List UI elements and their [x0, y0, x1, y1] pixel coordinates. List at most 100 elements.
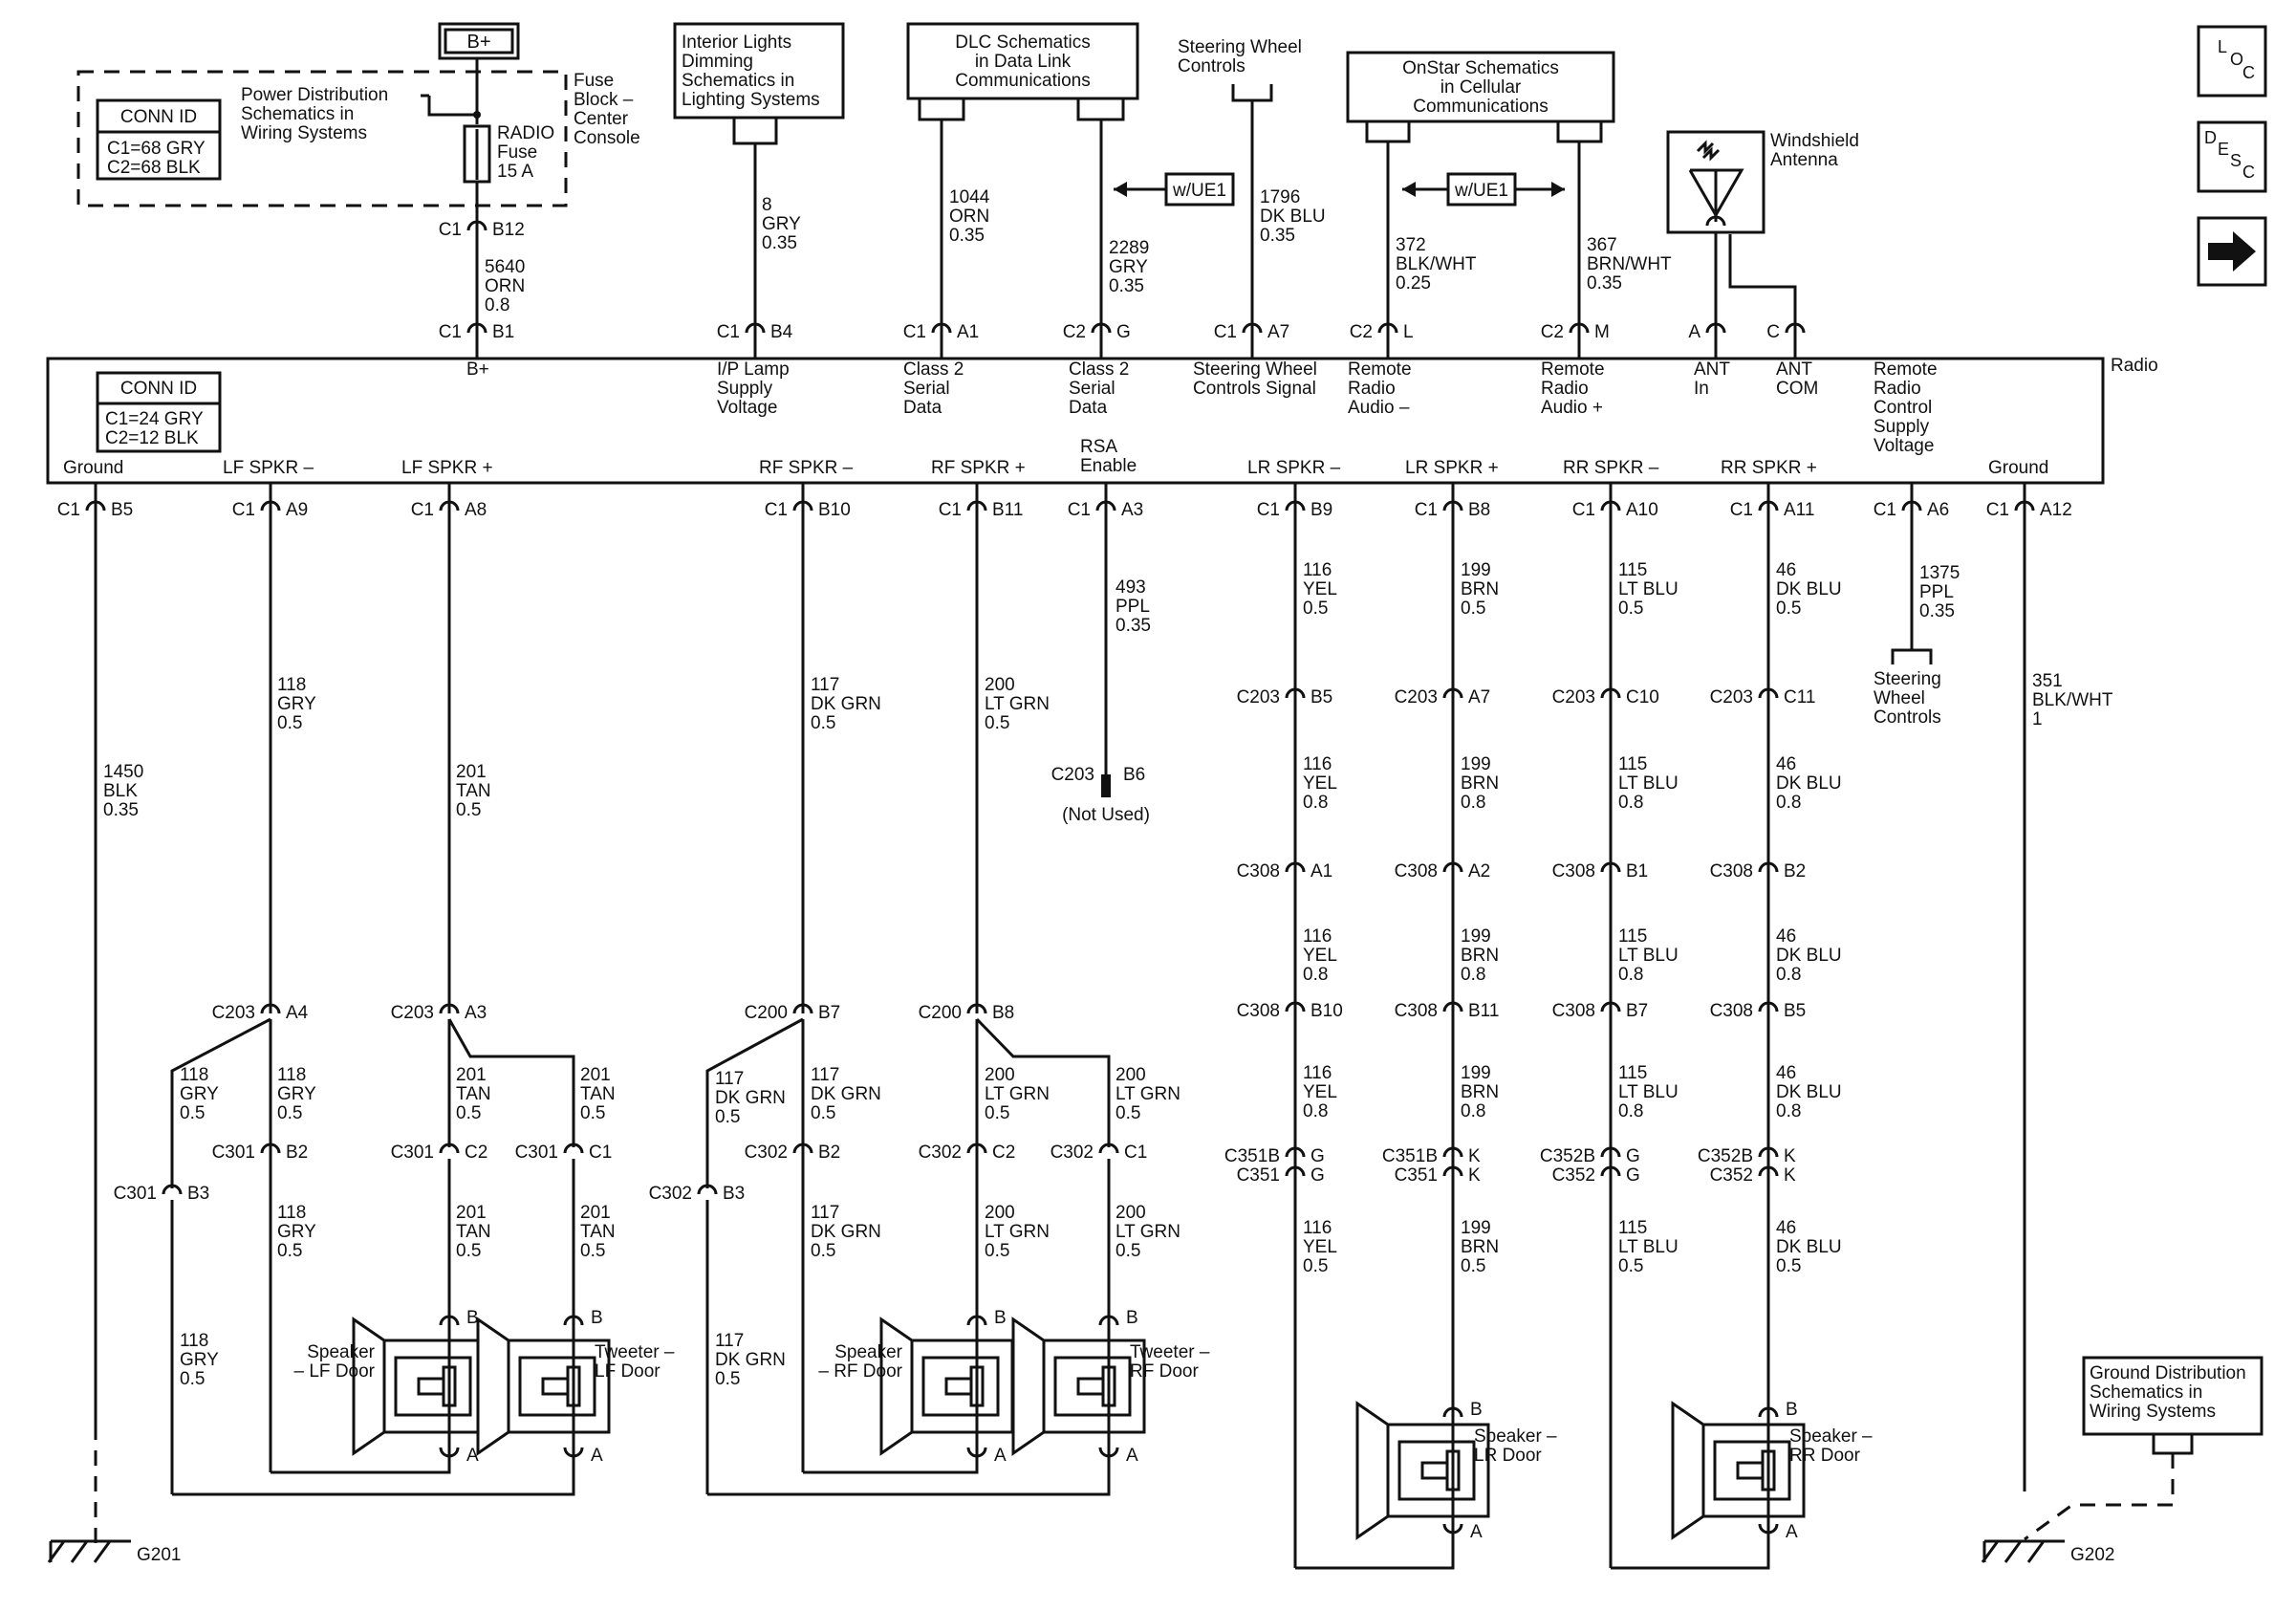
ref-bracket	[1076, 98, 1125, 121]
connector-arc	[466, 220, 487, 231]
wire-label: 46	[1776, 1063, 1796, 1083]
rsa-terminal	[1101, 774, 1111, 797]
wire-label: YEL	[1303, 946, 1337, 966]
ref-text: Interior Lights	[682, 33, 791, 53]
connector-arc	[966, 1143, 987, 1154]
connector-id: C302	[1051, 1143, 1094, 1163]
connector-id: C203	[1237, 687, 1280, 708]
wire-label: 367	[1587, 235, 1617, 255]
wire-label: DK BLU	[1776, 1082, 1842, 1102]
radio-pin-label: LR SPKR +	[1405, 458, 1499, 478]
radio-pin-label: RF SPKR +	[931, 458, 1026, 478]
arrow-right-icon[interactable]	[2197, 216, 2267, 287]
wire-label: BRN	[1461, 1237, 1499, 1257]
speaker	[1671, 1401, 1806, 1540]
connector-arc	[1758, 861, 1779, 873]
ground-dist-ref	[2082, 1356, 2264, 1436]
fuse-block-label: Fuse	[574, 71, 614, 91]
wire-label: 118	[180, 1331, 208, 1351]
wire-label: 0.8	[1776, 1101, 1801, 1121]
wire-label: 0.8	[1618, 965, 1643, 985]
connector-pin: A9	[286, 500, 308, 520]
connector-pin: B8	[1468, 500, 1490, 520]
speaker-voice	[1736, 1461, 1765, 1480]
terminal-b	[1758, 1406, 1779, 1418]
arrow-head	[1551, 182, 1565, 197]
wire-label: 0.5	[715, 1107, 740, 1127]
ref-bracket	[918, 98, 965, 121]
connector-arc	[1758, 1165, 1779, 1177]
connector-pin: A7	[1468, 687, 1490, 708]
wire-label: 199	[1461, 1063, 1491, 1083]
radio-title: Radio	[2111, 356, 2158, 376]
ref-text: OnStar Schematics	[1402, 58, 1559, 78]
pd-ref-text: Schematics in	[241, 104, 354, 124]
connector-pin: K	[1468, 1165, 1481, 1186]
radio-pin-label: Supply	[1874, 417, 1930, 437]
connector-pin: A3	[1121, 500, 1143, 520]
radio-pin-label: Supply	[717, 379, 773, 399]
loc-icon[interactable]	[2197, 25, 2267, 98]
connector-id: C308	[1395, 861, 1438, 882]
radio-pin-label: Class 2	[903, 359, 964, 380]
speaker	[1011, 1315, 1146, 1458]
connector-id: C200	[919, 1003, 962, 1023]
not-used-label: (Not Used)	[1062, 805, 1150, 825]
radio-pin-label: COM	[1776, 379, 1818, 399]
wire-label: 0.5	[277, 1241, 302, 1261]
radio-pin-label: Serial	[903, 379, 950, 399]
wire-label: 0.35	[1919, 601, 1955, 621]
legend-line: C1=68 GRY	[107, 139, 206, 159]
connector-arc	[966, 1003, 987, 1014]
wire-label: 2289	[1109, 238, 1149, 258]
pd-ref-lead	[427, 96, 477, 117]
connector-arc	[1285, 500, 1306, 512]
connector-pin: A3	[465, 1003, 487, 1023]
radio-pin-label: Ground	[63, 458, 123, 478]
connector-id: C351B	[1224, 1146, 1280, 1166]
b-plus-label: B+	[466, 32, 490, 53]
connector-id: C2	[1541, 322, 1564, 342]
fuse-block-label: Console	[574, 128, 640, 148]
connector-pin: A8	[465, 500, 487, 520]
wire-label: 201	[580, 1065, 611, 1085]
connector-pin: B5	[1784, 1001, 1806, 1021]
wire-label: 351	[2032, 671, 2063, 691]
wire-label: DK BLU	[1776, 1237, 1842, 1257]
speaker	[1355, 1401, 1490, 1540]
wire-label: 0.5	[1303, 599, 1328, 619]
speaker-voice	[944, 1377, 973, 1396]
radio-pin-label: Ground	[1988, 458, 2048, 478]
wire-label: 0.5	[1618, 599, 1643, 619]
terminal-label: A	[466, 1446, 479, 1466]
speaker-label: Speaker –	[1474, 1426, 1557, 1447]
connector-pin: A	[1688, 322, 1700, 342]
connector-pin: C10	[1626, 687, 1659, 708]
desc-icon[interactable]	[2197, 120, 2267, 193]
wire-label: 46	[1776, 560, 1796, 580]
fuse-label: Fuse	[497, 142, 537, 163]
wire-label: 1796	[1260, 187, 1300, 207]
wire-label: 118	[180, 1065, 208, 1085]
connector-id: C1	[232, 500, 255, 520]
wire-label: 0.5	[985, 1103, 1009, 1123]
connector-id: C351	[1395, 1165, 1438, 1186]
ref-bracket	[1891, 648, 1933, 664]
speaker-cone	[1355, 1401, 1390, 1540]
radio-pin-label: RR SPKR +	[1721, 458, 1817, 478]
radio-pin-label: I/P Lamp	[717, 359, 790, 380]
wire-label: BRN	[1461, 946, 1499, 966]
wire-label: TAN	[456, 1222, 491, 1242]
connector-pin: B7	[1626, 1001, 1648, 1021]
wire-label: BRN	[1461, 1082, 1499, 1102]
connector-arc	[1091, 322, 1112, 334]
wire-label: 0.5	[580, 1103, 605, 1123]
wire-label: 0.35	[103, 800, 139, 820]
wire-label: 0.8	[1303, 965, 1328, 985]
wire-label: 1375	[1919, 563, 1960, 583]
connector-arc	[439, 1143, 460, 1154]
wire-label: 115	[1618, 754, 1647, 774]
fuse-label: 15 A	[497, 162, 533, 182]
wire-label: 0.5	[1303, 1256, 1328, 1276]
connector-id: C1	[1986, 500, 2009, 520]
